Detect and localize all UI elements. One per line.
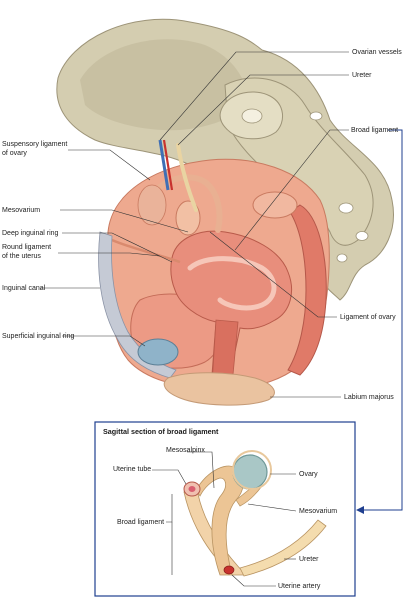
sacral-foramen xyxy=(309,111,323,121)
label-ovarian-vessels: Ovarian vessels xyxy=(352,49,402,56)
inset-ureter xyxy=(239,519,327,577)
rectum xyxy=(287,204,327,376)
uterine-tube xyxy=(147,174,223,233)
vertebral-canal xyxy=(241,108,263,124)
label-suspensory-ligament-1: Suspensory ligament xyxy=(2,141,67,148)
sacral-foramen xyxy=(336,253,348,263)
inset-uterine-artery xyxy=(223,565,235,575)
inset-label-broad-ligament: Broad ligament xyxy=(117,519,164,526)
label-labium-majorus: Labium majorus xyxy=(344,394,394,401)
leader-uterine-tube xyxy=(152,469,187,485)
inset-pointer xyxy=(356,129,403,514)
label-ureter: Ureter xyxy=(352,72,372,79)
inset-label-ureter: Ureter xyxy=(299,556,319,563)
inset-label-ovary: Ovary xyxy=(299,471,318,478)
inset-ovary-outer xyxy=(232,450,272,490)
iliac-fossa-shade xyxy=(80,39,250,131)
label-ligament-of-ovary: Ligament of ovary xyxy=(340,314,396,321)
label-deep-inguinal-ring: Deep inguinal ring xyxy=(2,230,59,237)
ureter xyxy=(176,143,198,212)
round-ligament xyxy=(111,238,181,264)
label-suspensory-ligament-2: of ovary xyxy=(2,150,27,157)
fimbriae xyxy=(137,184,167,226)
leader-lines xyxy=(40,51,349,398)
ovarian-artery xyxy=(162,139,174,191)
labels: Ovarian vessels Ureter Broad ligament Su… xyxy=(2,49,402,401)
sacral-foramen xyxy=(355,231,369,241)
inset-label-uterine-tube: Uterine tube xyxy=(113,466,151,473)
inset-panel: Sagittal section of broad ligament Mesos… xyxy=(94,421,356,597)
inset-title: Sagittal section of broad ligament xyxy=(103,427,219,436)
uterine-cavity xyxy=(187,256,277,311)
labium-majorus xyxy=(163,372,275,406)
leader-mesosalpinx xyxy=(187,451,215,489)
label-round-ligament-1: Round ligament xyxy=(2,244,51,251)
rectouterine-pouch xyxy=(252,191,298,219)
label-round-ligament-2: of the uterus xyxy=(2,253,41,260)
label-inguinal-canal: Inguinal canal xyxy=(2,285,46,292)
sacral-foramen xyxy=(338,202,354,214)
leader-mesovarium xyxy=(247,503,297,512)
inset-label-uterine-artery: Uterine artery xyxy=(278,583,321,590)
label-mesovarium: Mesovarium xyxy=(2,207,40,214)
inset-label-mesovarium: Mesovarium xyxy=(299,508,337,515)
pelvis-illustration xyxy=(56,18,394,406)
superficial-ring-structure xyxy=(137,338,179,366)
leader-uterine-artery xyxy=(231,574,276,587)
inset-label-mesosalpinx: Mesosalpinx xyxy=(166,447,205,454)
label-broad-ligament: Broad ligament xyxy=(351,127,398,134)
label-superficial-inguinal-ring: Superficial inguinal ring xyxy=(2,333,74,340)
inset-uterine-tube-lumen xyxy=(188,486,196,492)
ovarian-vein xyxy=(158,139,170,191)
